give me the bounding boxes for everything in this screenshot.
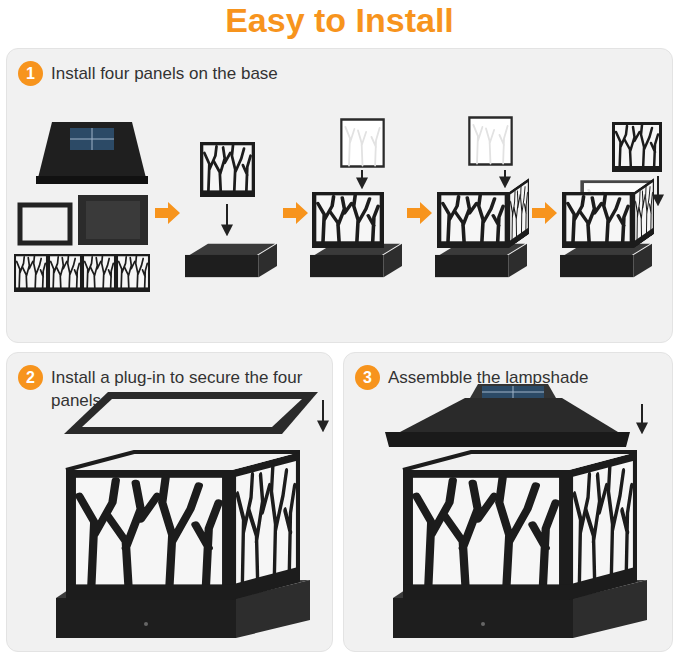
step-arrow — [155, 202, 180, 224]
tree-panel — [403, 474, 569, 600]
screw-hole — [481, 622, 485, 626]
diffuser-panel — [582, 182, 650, 235]
tree-panel — [612, 124, 662, 173]
base-top — [56, 580, 310, 598]
exploded-parts — [14, 122, 150, 292]
tree-panel — [562, 194, 634, 248]
base-side — [236, 580, 310, 638]
lid-lip — [36, 176, 148, 184]
step-panel: 2 Install a plug-in to secure the four pa… — [6, 352, 333, 652]
step-arrow — [532, 202, 557, 224]
stage-two — [310, 120, 402, 278]
base — [185, 244, 277, 277]
down-arrow — [322, 400, 324, 430]
step-number: 3 — [363, 370, 372, 386]
step-instruction: Install a plug-in to secure the four pan… — [51, 366, 323, 412]
down-arrow — [226, 204, 228, 234]
roof-lip — [385, 432, 630, 447]
down-arrow — [641, 404, 643, 432]
stage-four — [560, 124, 662, 278]
step-badge: 3 — [355, 365, 380, 390]
page-title: Easy to Install — [0, 0, 679, 40]
step-panel: 3 Assembble the lampshade — [343, 352, 673, 652]
tree-panel — [82, 255, 116, 292]
back-edge — [403, 452, 637, 470]
tree-panel — [48, 255, 82, 292]
down-arrow — [504, 170, 506, 186]
tree-panel — [66, 474, 232, 600]
tree-panel — [232, 456, 300, 600]
step-badge: 2 — [18, 365, 43, 390]
diffuser-panel — [341, 120, 383, 167]
tree-panel — [312, 194, 384, 248]
solar-cell — [482, 386, 544, 398]
base — [435, 244, 527, 277]
base — [560, 244, 652, 277]
tree-panel — [634, 180, 654, 248]
stage-three — [435, 118, 529, 278]
step-arrow — [283, 202, 308, 224]
step-badge: 1 — [18, 61, 43, 86]
plug-in-frame — [64, 392, 318, 434]
diffuser-panel — [469, 118, 511, 165]
down-arrow — [361, 170, 363, 187]
base-plate — [78, 195, 148, 245]
solar-grid — [482, 386, 544, 398]
base-front — [393, 598, 573, 638]
step-three-illustration — [385, 384, 647, 638]
step-instruction: Install four panels on the base — [51, 62, 651, 85]
base-front — [56, 598, 236, 638]
tree-panel — [200, 144, 255, 197]
step-arrow — [407, 202, 432, 224]
solar-lid — [38, 122, 146, 178]
base-top — [393, 580, 647, 598]
tree-panel — [116, 255, 150, 292]
tree-panel — [14, 255, 48, 292]
tree-panel — [509, 180, 529, 248]
base-side — [573, 580, 647, 638]
step-instruction: Assembble the lampshade — [388, 366, 664, 389]
down-arrow — [657, 176, 659, 204]
tree-panel — [569, 456, 637, 600]
step-panel: 1 Install four panels on the base — [6, 48, 673, 343]
plug-in-frame — [20, 205, 70, 243]
tree-panel — [437, 194, 509, 248]
base-plate-inner — [86, 201, 140, 239]
step-two-illustration — [56, 392, 323, 638]
solar-grid — [70, 128, 114, 150]
step-number: 1 — [26, 66, 35, 82]
back-edge — [66, 452, 300, 470]
base — [310, 244, 402, 277]
solar-cell — [70, 128, 114, 150]
step-arrows — [155, 202, 557, 224]
step-number: 2 — [26, 370, 35, 386]
frame-opening — [82, 399, 302, 427]
screw-hole — [144, 622, 148, 626]
roof-cap — [470, 384, 556, 398]
stage-one — [185, 144, 277, 278]
roof-slope — [400, 398, 618, 432]
